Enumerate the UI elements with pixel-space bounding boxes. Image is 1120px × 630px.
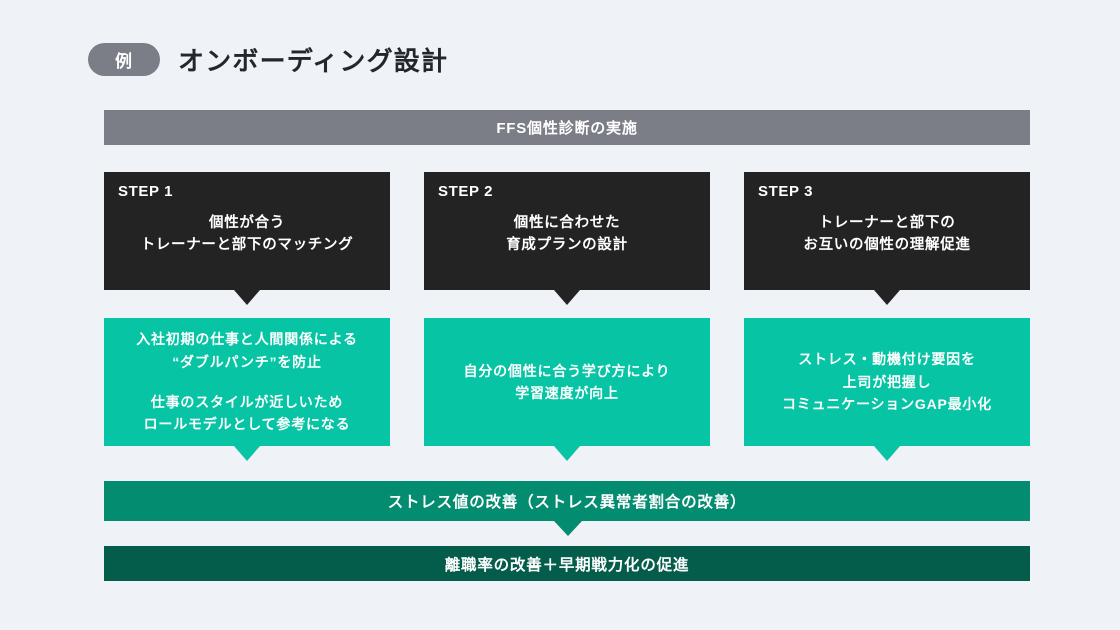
outcome-2-paragraph-1: 自分の個性に合う学び方により 学習速度が向上 (464, 360, 671, 405)
example-badge: 例 (88, 43, 160, 76)
outcome-box-3: ストレス・動機付け要因を 上司が把握し コミュニケーションGAP最小化 (744, 318, 1030, 446)
outcome-1-paragraph-1: 入社初期の仕事と人間関係による “ダブルパンチ”を防止 (136, 328, 358, 373)
step-body-3-line2: お互いの個性の理解促進 (803, 237, 971, 254)
outcome-3-p1-line2: 上司が把握し (842, 373, 932, 390)
outcome-3-paragraph-1: ストレス・動機付け要因を 上司が把握し コミュニケーションGAP最小化 (782, 348, 992, 415)
top-process-bar: FFS個性診断の実施 (104, 110, 1030, 145)
step-body-3-line1: トレーナーと部下の (818, 215, 956, 231)
step-body-2: 個性に合わせた 育成プランの設計 (434, 212, 700, 257)
arrow-down-icon-result (554, 521, 582, 536)
arrow-down-icon-step1 (234, 290, 260, 305)
step-label-3: STEP 3 (758, 183, 814, 200)
outcome-2-p1-line1: 自分の個性に合う学び方により (463, 362, 671, 379)
arrow-down-icon-outcome1 (234, 446, 260, 461)
step-box-1: STEP 1 個性が合う トレーナーと部下のマッチング (104, 172, 390, 290)
step-body-2-line1: 個性に合わせた (513, 215, 621, 231)
arrow-down-icon-step3 (874, 290, 900, 305)
arrow-down-icon-step2 (554, 290, 580, 305)
step-body-3: トレーナーと部下の お互いの個性の理解促進 (754, 212, 1020, 257)
page-title: オンボーディング設計 (178, 46, 449, 76)
result-bar: ストレス値の改善（ストレス異常者割合の改善） (104, 481, 1030, 521)
outcome-1-p2-line1: 仕事のスタイルが近しいため (150, 394, 344, 410)
result-bar-label: ストレス値の改善（ストレス異常者割合の改善） (387, 494, 747, 511)
outcome-3-p1-line1: ストレス・動機付け要因を (798, 351, 976, 368)
outcome-1-p1-line1: 入社初期の仕事と人間関係による (136, 331, 358, 348)
step-body-1-line1: 個性が合う (209, 215, 285, 231)
final-bar-label: 離職率の改善＋早期戦力化の促進 (444, 556, 690, 574)
outcome-1-paragraph-2: 仕事のスタイルが近しいため ロールモデルとして参考になる (144, 391, 351, 436)
step-label-2: STEP 2 (438, 183, 494, 200)
outcome-box-2: 自分の個性に合う学び方により 学習速度が向上 (424, 318, 710, 446)
arrow-down-icon-outcome3 (874, 446, 900, 461)
final-bar: 離職率の改善＋早期戦力化の促進 (104, 546, 1030, 581)
outcome-2-p1-line2: 学習速度が向上 (515, 385, 619, 401)
step-body-1-line2: トレーナーと部下のマッチング (140, 237, 354, 254)
step-body-2-line2: 育成プランの設計 (506, 237, 628, 254)
outcome-box-1: 入社初期の仕事と人間関係による “ダブルパンチ”を防止 仕事のスタイルが近しいた… (104, 318, 390, 446)
top-process-bar-label: FFS個性診断の実施 (496, 120, 638, 137)
outcome-1-p2-line2: ロールモデルとして参考になる (143, 416, 351, 433)
step-box-3: STEP 3 トレーナーと部下の お互いの個性の理解促進 (744, 172, 1030, 290)
outcome-3-p1-line3: コミュニケーションGAP最小化 (781, 396, 993, 413)
step-box-2: STEP 2 個性に合わせた 育成プランの設計 (424, 172, 710, 290)
outcome-1-p1-line2: “ダブルパンチ”を防止 (172, 353, 322, 370)
page-header: 例 オンボーディング設計 (88, 41, 448, 78)
arrow-down-icon-outcome2 (554, 446, 580, 461)
step-label-1: STEP 1 (118, 183, 174, 200)
step-body-1: 個性が合う トレーナーと部下のマッチング (114, 212, 380, 257)
